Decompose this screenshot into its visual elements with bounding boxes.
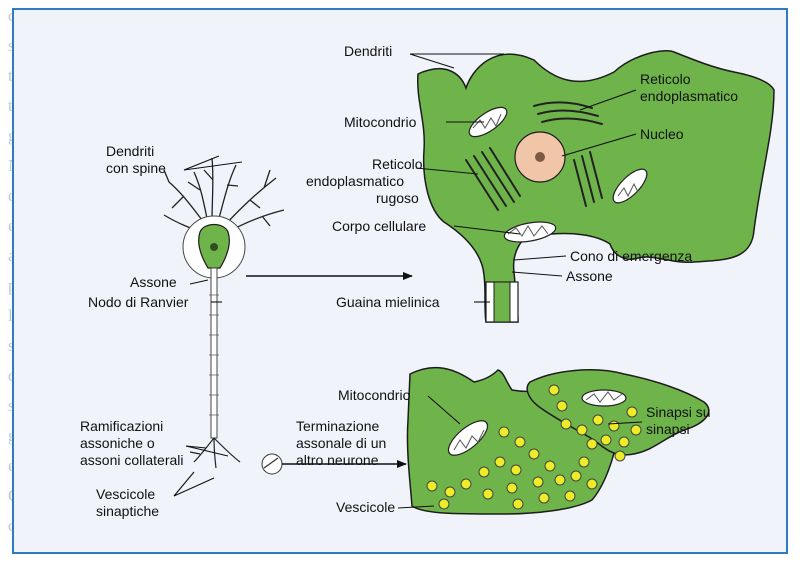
small-nucleus [210,243,218,251]
label-dendriti: Dendriti [344,43,392,59]
label-assone-left: Assone [130,274,177,290]
myelin-segments [209,294,219,416]
soma-outline [416,50,775,323]
axon-terminal-synapse [526,369,710,456]
cell-body-enlarged [416,50,775,323]
neuron-diagram: Dendriti Reticolo endoplasmatico Mitocon… [80,43,775,519]
mitochondrion-lower [503,221,557,243]
label-corpo-cellulare: Corpo cellulare [332,218,426,234]
nucleolus [535,152,545,162]
label-dendriti-spine-l2: con spine [106,160,166,176]
synaptic-terminals [406,366,710,515]
label-ramificazioni-l2: assoniche o [80,435,155,451]
label-ramificazioni-l3: assoni collaterali [80,452,184,468]
rough-er-right [573,151,603,207]
pointer-arrows [246,272,413,468]
synaptic-vesicles [426,384,642,510]
diagram-panel: Dendriti Reticolo endoplasmatico Mitocon… [12,8,788,554]
label-guaina-mielinica: Guaina mielinica [336,294,440,310]
leader-lines [173,53,643,509]
label-nucleo: Nucleo [640,126,684,142]
label-vescicole-sinaptiche-l1: Vescicole [96,486,155,502]
label-vescicole: Vescicole [336,499,395,515]
labels: Dendriti Reticolo endoplasmatico Mitocon… [80,43,738,519]
whole-neuron [163,157,285,475]
axon-shaft [210,267,218,439]
axon-enlarged [493,281,511,323]
label-mitocondrio-top: Mitocondrio [344,114,417,130]
label-sinapsi-l1: Sinapsi su [646,404,711,420]
golgi-apparatus [533,101,603,125]
rough-er-left [465,147,521,211]
label-terminazione-l2: assonale di un [296,435,386,451]
label-reticolo-endoplasmatico-l1: Reticolo [640,71,691,87]
label-terminazione-l1: Terminazione [296,418,379,434]
mitochondrion-right [612,168,648,204]
label-cono-di-emergenza: Cono di emergenza [570,248,692,264]
label-nodo-di-ranvier: Nodo di Ranvier [88,294,189,310]
label-rer-l1: Reticolo [372,156,423,172]
label-rer-l3: rugoso [376,190,419,206]
label-ramificazioni-l1: Ramificazioni [80,418,163,434]
label-vescicole-sinaptiche-l2: sinaptiche [96,503,159,519]
label-rer-l2: endoplasmatico [306,173,404,189]
label-sinapsi-l2: sinapsi [646,421,690,437]
label-terminazione-l3: altro neurone [296,452,379,468]
label-reticolo-endoplasmatico-l2: endoplasmatico [640,88,738,104]
label-dendriti-spine-l1: Dendriti [106,143,154,159]
label-mitocondrio-bottom: Mitocondrio [338,387,411,403]
synapse-circle-small [261,453,283,475]
label-assone-right: Assone [566,268,613,284]
mitochondrion-synapse [581,389,627,407]
mitochondrion-top [468,106,508,138]
axon-terminal-branches [189,437,241,469]
mitochondrion-bottom [447,420,489,456]
